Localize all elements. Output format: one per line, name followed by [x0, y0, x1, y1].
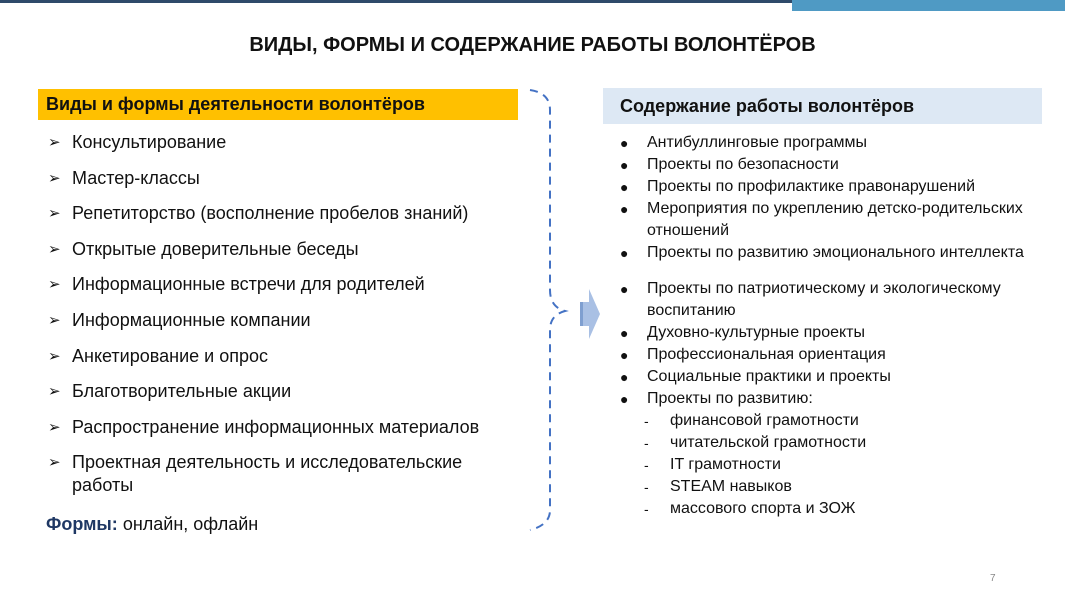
list-item: ➢Консультирование: [48, 132, 227, 152]
list-item: ➢Анкетирование и опрос: [48, 345, 268, 366]
list-item: ➢Информационные встречи для родителей: [48, 274, 425, 295]
arrow-bullet-icon: ➢: [48, 240, 61, 258]
list-item: ➢Репетиторство (восполнение пробелов зна…: [48, 203, 469, 224]
bullet-icon: ●: [620, 347, 629, 363]
forms-line: Формы: онлайн, офлайн: [46, 514, 259, 534]
arrow-bullet-icon: ➢: [48, 134, 61, 151]
right-heading: Содержание работы волонтёров: [603, 88, 1042, 124]
list-item: ●Проекты по развитию эмоционального инте…: [620, 242, 1040, 264]
list-item: ●Мероприятия по укреплению детско-родите…: [620, 200, 1023, 239]
dash-bullet-icon: -: [644, 413, 649, 429]
right-arrow-icon: [580, 289, 600, 339]
bullet-icon: ●: [620, 369, 629, 385]
top-accent-bar: [792, 0, 1065, 11]
arrow-bullet-icon: ➢: [48, 347, 61, 365]
sub-item: -читательской грамотности: [620, 432, 1040, 454]
left-heading: Виды и формы деятельности волонтёров: [38, 89, 518, 120]
arrow-bullet-icon: ➢: [48, 169, 61, 187]
list-item: ●Проекты по профилактике правонарушений: [620, 176, 1040, 198]
list-item: ●Проекты по безопасности: [620, 154, 1040, 176]
bullet-icon: ●: [620, 201, 629, 217]
list-item: ●Духовно-культурные проекты: [620, 322, 1040, 344]
sub-item: -STEAM навыков: [620, 476, 1040, 498]
content-list: ●Антибуллинговые программы ●Проекты по б…: [620, 132, 1040, 520]
page-number: 7: [990, 573, 996, 584]
dash-bullet-icon: -: [644, 435, 649, 451]
list-item: ➢Информационные компании: [48, 309, 311, 330]
sub-item: -массового спорта и ЗОЖ: [620, 498, 1040, 520]
sub-item: -финансовой грамотности: [620, 410, 1040, 432]
arrow-bullet-icon: ➢: [48, 276, 61, 294]
arrow-bullet-icon: ➢: [48, 454, 61, 472]
arrow-bullet-icon: ➢: [48, 205, 61, 223]
list-item: ●Проекты по патриотическому и экологичес…: [620, 280, 1001, 319]
bullet-icon: ●: [620, 179, 629, 195]
arrow-bullet-icon: ➢: [48, 383, 61, 401]
slide-title: ВИДЫ, ФОРМЫ И СОДЕРЖАНИЕ РАБОТЫ ВОЛОНТЁР…: [249, 34, 816, 56]
top-line: [0, 0, 820, 3]
bullet-icon: ●: [620, 157, 629, 173]
brace-and-arrow: [529, 89, 600, 531]
bullet-icon: ●: [620, 325, 629, 341]
dash-bullet-icon: -: [644, 479, 649, 495]
list-item: ●Проекты по развитию:: [620, 388, 1040, 410]
list-item: ➢Распространение информационных материал…: [48, 416, 480, 437]
bullet-icon: ●: [620, 245, 629, 261]
list-item: ➢Мастер-классы: [48, 167, 200, 188]
list-item: ●Социальные практики и проекты: [620, 366, 1040, 388]
dash-bullet-icon: -: [644, 501, 649, 517]
activity-list: ➢Консультирование ➢Мастер-классы ➢Репети…: [48, 131, 528, 510]
list-item: ●Антибуллинговые программы: [620, 132, 1040, 154]
bullet-icon: ●: [620, 391, 629, 407]
dashed-brace: [529, 89, 569, 531]
list-item: ➢Проектная деятельность и исследовательс…: [48, 452, 463, 496]
list-item: ➢Благотворительные акции: [48, 381, 292, 402]
bullet-icon: ●: [620, 281, 629, 297]
arrow-bullet-icon: ➢: [48, 418, 61, 436]
list-item: ➢Открытые доверительные беседы: [48, 238, 359, 259]
list-item: ●Профессиональная ориентация: [620, 344, 1040, 366]
arrow-bullet-icon: ➢: [48, 311, 61, 329]
sub-item: -IT грамотности: [620, 454, 1040, 476]
dash-bullet-icon: -: [644, 457, 649, 473]
bullet-icon: ●: [620, 135, 629, 151]
